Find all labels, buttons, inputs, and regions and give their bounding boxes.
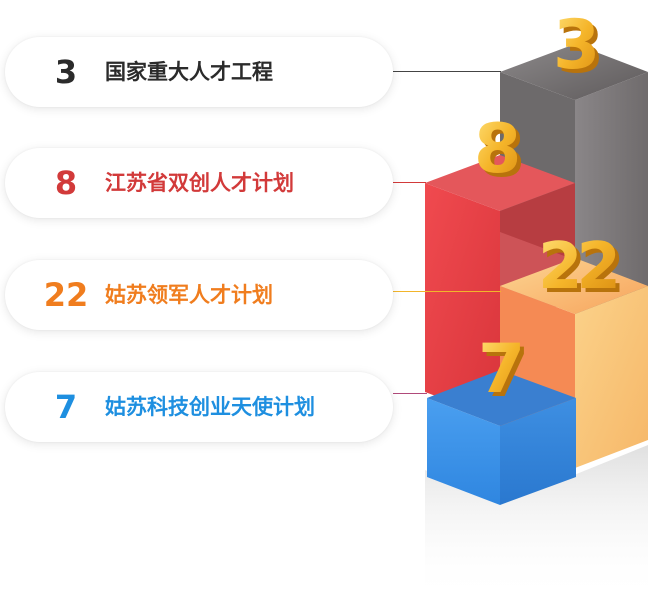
blue-bar-right-face — [500, 398, 576, 505]
program-name: 江苏省双创人才计划 — [105, 171, 294, 195]
connector-line-3 — [393, 291, 501, 292]
gray-bar-top — [500, 44, 648, 100]
blue-bar-top — [427, 370, 576, 426]
red-bar-left-face — [425, 183, 500, 420]
svg-text:3: 3 — [557, 10, 604, 89]
gold-numeral-7: 7 7 — [478, 330, 529, 413]
program-card-4: 7 姑苏科技创业天使计划 — [5, 372, 393, 442]
gold-numeral-3: 3 3 — [553, 6, 604, 89]
program-name: 姑苏领军人才计划 — [105, 283, 273, 307]
program-count: 3 — [54, 53, 78, 91]
svg-text:7: 7 — [482, 334, 529, 413]
blue-bar-left-face — [427, 398, 500, 505]
program-card-3: 22 姑苏领军人才计划 — [5, 260, 393, 330]
svg-text:22: 22 — [538, 230, 616, 304]
program-count: 8 — [54, 164, 78, 202]
connector-line-4 — [393, 393, 427, 394]
svg-text:7: 7 — [478, 330, 525, 409]
svg-text:8: 8 — [478, 114, 525, 193]
floor-shadow — [425, 445, 648, 600]
gold-numeral-8: 8 8 — [474, 110, 525, 193]
program-count: 7 — [54, 388, 78, 426]
svg-text:3: 3 — [553, 6, 600, 85]
program-count: 22 — [43, 276, 89, 314]
program-name: 姑苏科技创业天使计划 — [105, 395, 315, 419]
orange-bar-right-face — [575, 286, 648, 468]
red-bar-top — [425, 155, 575, 211]
program-card-2: 8 江苏省双创人才计划 — [5, 148, 393, 218]
program-name: 国家重大人才工程 — [105, 60, 273, 84]
gold-numeral-22: 22 22 — [538, 230, 626, 308]
connector-line-2 — [393, 182, 426, 183]
svg-text:22: 22 — [542, 234, 620, 308]
orange-bar-top — [500, 258, 648, 314]
svg-text:8: 8 — [474, 110, 521, 189]
connector-line-1 — [393, 71, 501, 72]
program-card-1: 3 国家重大人才工程 — [5, 37, 393, 107]
